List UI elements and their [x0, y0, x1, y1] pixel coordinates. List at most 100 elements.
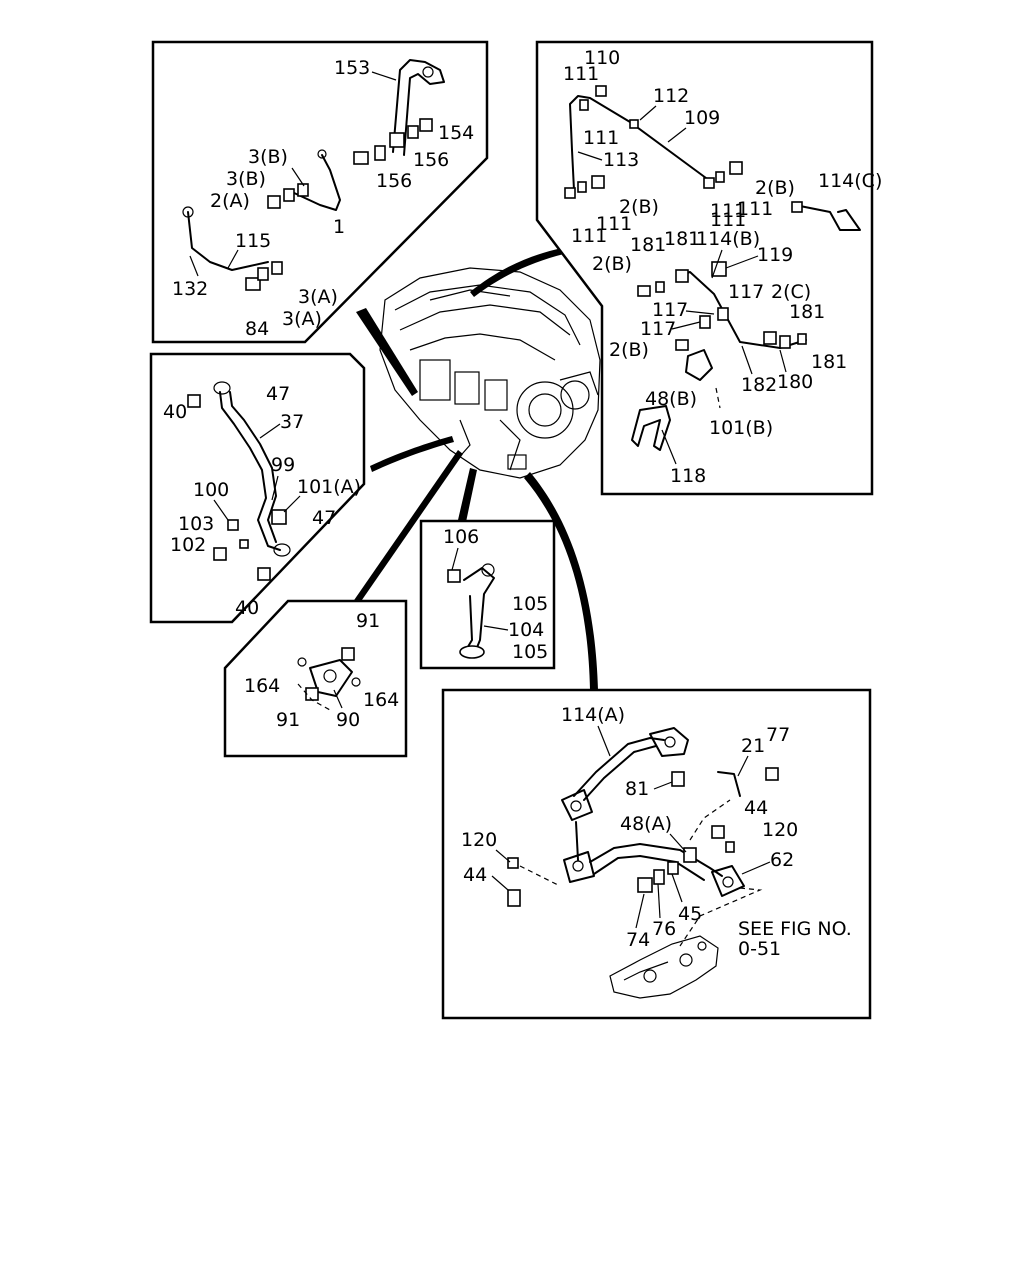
panel-1-labels: 153 154 156 156 3(B) 3(B) 2(A) 1 115 132… [172, 57, 474, 340]
label-2b-mid: 2(B) [592, 253, 632, 275]
label-111-right-b: 111 [737, 198, 773, 220]
label-111-right-a: 111 [710, 200, 746, 222]
label-109: 109 [684, 107, 720, 129]
pipe-114b-180 [637, 261, 807, 351]
label-84: 84 [245, 318, 269, 340]
label-120-right: 120 [762, 819, 798, 841]
label-112: 112 [653, 85, 689, 107]
label-44-left: 44 [463, 864, 487, 886]
label-48a: 48(A) [620, 813, 672, 835]
label-3a-lower: 3(A) [282, 308, 322, 330]
label-105-bottom: 105 [512, 641, 548, 663]
pipe-1 [267, 149, 341, 211]
label-74: 74 [626, 929, 650, 951]
label-47-top: 47 [266, 383, 290, 405]
panel-5-labels: 91 164 164 91 90 [244, 610, 399, 731]
label-40-top: 40 [163, 401, 187, 423]
manifold-0-51 [609, 935, 719, 999]
panel-middle-left: 40 47 37 99 101(A) 100 47 103 102 40 [149, 352, 366, 624]
label-101a: 101(A) [297, 476, 361, 498]
label-77: 77 [766, 724, 790, 746]
label-181-d: 181 [811, 351, 847, 373]
pointer-bottom-mid [458, 468, 477, 522]
label-44-right: 44 [744, 797, 768, 819]
pipe-114a [561, 727, 745, 897]
label-21: 21 [741, 735, 765, 757]
bracket-48b-118 [631, 349, 721, 451]
label-102: 102 [170, 534, 206, 556]
panel-lower-left: 91 164 164 91 90 [223, 599, 408, 758]
label-164-right: 164 [363, 689, 399, 711]
label-3a-upper: 3(A) [298, 286, 338, 308]
see-fig-number: 0-51 [738, 938, 781, 960]
panel-2-labels: 110 111 112 109 111 113 2(B) 114(C) 2(B)… [563, 47, 882, 487]
label-40-bottom: 40 [235, 597, 259, 619]
pipe-37 [187, 381, 291, 581]
pointer-lines [350, 248, 598, 690]
label-99: 99 [271, 454, 295, 476]
label-132: 132 [172, 278, 208, 300]
panel-bottom-right: 114(A) 21 77 81 44 48(A) 120 120 62 44 4… [441, 688, 872, 1020]
panel-top-left: 153 154 156 156 3(B) 3(B) 2(A) 1 115 132… [151, 40, 489, 344]
label-113: 113 [603, 149, 639, 171]
label-115: 115 [235, 230, 271, 252]
pipe-21 [507, 767, 779, 907]
label-76: 76 [652, 918, 676, 940]
pipe-104 [447, 563, 495, 659]
label-48b: 48(B) [645, 388, 697, 410]
label-106: 106 [443, 526, 479, 548]
label-100: 100 [193, 479, 229, 501]
label-37: 37 [280, 411, 304, 433]
label-119: 119 [757, 244, 793, 266]
label-181-b: 181 [664, 228, 700, 250]
label-156-left: 156 [376, 170, 412, 192]
label-111-left-b: 111 [571, 225, 607, 247]
label-91-top: 91 [356, 610, 380, 632]
panel-4-labels: 106 105 104 105 [443, 526, 548, 663]
fittings-154-156 [353, 118, 433, 165]
label-47-bottom: 47 [312, 507, 336, 529]
panel-3-labels: 40 47 37 99 101(A) 100 47 103 102 40 [163, 383, 361, 619]
pipe-109-112 [564, 85, 743, 199]
pointer-bottom-right [524, 472, 598, 690]
label-111-right-c: 111 [710, 209, 746, 231]
label-118: 118 [670, 465, 706, 487]
label-111-top: 111 [563, 63, 599, 85]
label-90: 90 [336, 709, 360, 731]
label-1: 1 [333, 216, 345, 238]
pointer-left-mid [370, 436, 454, 472]
fitting-90 [297, 647, 361, 711]
label-103: 103 [178, 513, 214, 535]
pointer-top-right [470, 248, 564, 297]
label-3b-lower: 3(B) [226, 168, 266, 190]
pipe-115 [182, 206, 283, 291]
label-164-left: 164 [244, 675, 280, 697]
label-114b: 114(B) [696, 228, 760, 250]
label-154: 154 [438, 122, 474, 144]
label-104: 104 [508, 619, 544, 641]
panel-top-right: 110 111 112 109 111 113 2(B) 114(C) 2(B)… [535, 40, 882, 496]
label-3b-upper: 3(B) [248, 146, 288, 168]
label-91-bottom: 91 [276, 709, 300, 731]
pointer-bottom-left [350, 450, 463, 610]
label-62: 62 [770, 849, 794, 871]
engine-block [379, 267, 601, 479]
label-2b-upper-left: 2(B) [619, 196, 659, 218]
label-81: 81 [625, 778, 649, 800]
label-2c: 2(C) [771, 281, 811, 303]
panel-6-labels: 114(A) 21 77 81 44 48(A) 120 120 62 44 4… [461, 704, 852, 960]
label-117-right: 117 [728, 281, 764, 303]
label-120-left: 120 [461, 829, 497, 851]
label-110: 110 [584, 47, 620, 69]
label-114c: 114(C) [818, 170, 882, 192]
panel-middle-center: 106 105 104 105 [419, 519, 556, 670]
see-fig-text: SEE FIG NO. [738, 918, 852, 940]
pipe-114c [791, 201, 861, 231]
label-45: 45 [678, 903, 702, 925]
label-2b-upper-right: 2(B) [755, 177, 795, 199]
label-117-left-b: 117 [640, 318, 676, 340]
label-182: 182 [741, 374, 777, 396]
label-2b-lower: 2(B) [609, 339, 649, 361]
label-105-top: 105 [512, 593, 548, 615]
